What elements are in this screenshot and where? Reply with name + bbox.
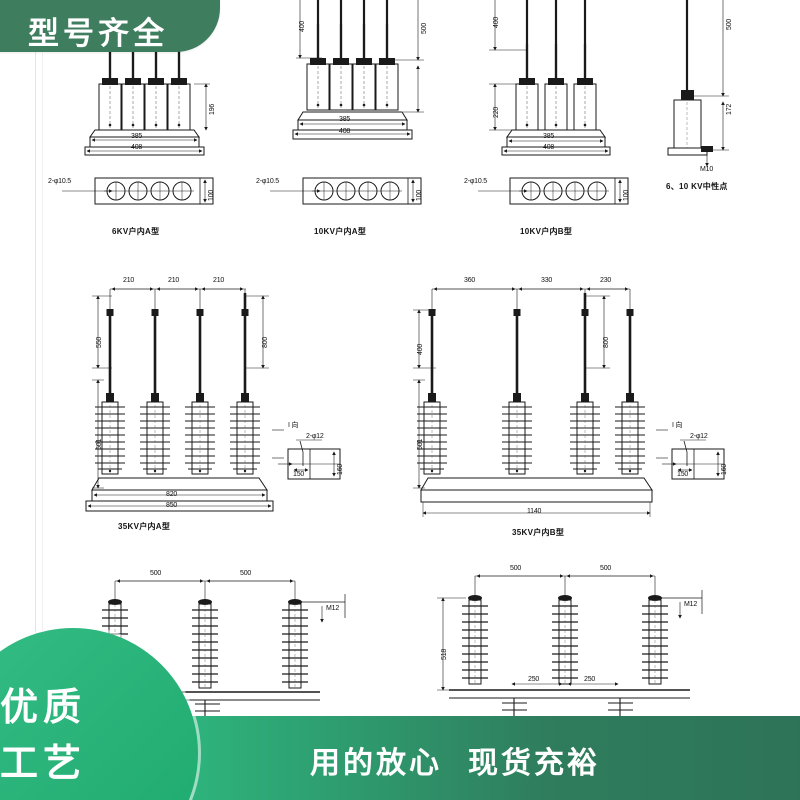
- thread-m12-fig8: M12: [684, 601, 698, 608]
- badge-quality-line2: 工艺: [0, 741, 87, 785]
- dim-500-b-fig7: 500: [240, 570, 252, 577]
- dim-800-fig5: 800: [262, 336, 269, 348]
- badge-bottom-bar: 用的放心现货充裕: [160, 716, 800, 800]
- dim-850-fig5: 850: [166, 502, 178, 509]
- detail-view-b: [662, 439, 725, 480]
- detail-view-a: [278, 439, 341, 480]
- dim-400-fig2: 400: [299, 20, 306, 32]
- dim-250-b-fig8: 250: [584, 676, 596, 683]
- figure-35kv-indoor-a: [85, 287, 284, 512]
- figure-10kv-indoor-b: [478, 0, 629, 205]
- detail-hole-a: 2-φ12: [306, 433, 324, 440]
- dim-385-fig2: 385: [339, 116, 351, 123]
- thread-m12-fig7: M12: [326, 605, 340, 612]
- badge-bottom-bar-text: 用的放心现货充裕: [310, 738, 600, 782]
- caption-fig4: 6、10 KV中性点: [666, 182, 728, 191]
- dim-360-fig6: 360: [464, 277, 476, 284]
- thread-m10-fig4: M10: [700, 166, 714, 173]
- dim-408-fig3: 408: [543, 144, 555, 151]
- page-divider-line-secondary: [42, 0, 43, 800]
- badge-bar-right-text: 现货充裕: [468, 746, 600, 781]
- dim-408-fig2: 408: [339, 128, 351, 135]
- badge-model-complete: 型号齐全: [0, 0, 220, 52]
- dim-100-fig1: 100: [208, 189, 215, 201]
- dim-250-a-fig8: 250: [528, 676, 540, 683]
- detail-w-b: 150: [677, 471, 689, 478]
- dim-501-fig6: 501: [417, 438, 424, 450]
- detail-h-a: 160: [337, 463, 344, 475]
- caption-fig6: 35KV户内B型: [512, 528, 565, 537]
- caption-fig3: 10KV户内B型: [520, 227, 573, 236]
- page-divider-line: [35, 0, 36, 800]
- dim-408-fig1: 408: [131, 144, 143, 151]
- badge-model-complete-text: 型号齐全: [28, 16, 168, 52]
- dim-210-a-fig5: 210: [123, 277, 135, 284]
- dim-220-fig3: 220: [493, 106, 500, 118]
- dim-385-fig1: 385: [131, 133, 143, 140]
- dim-500-a-fig7: 500: [150, 570, 162, 577]
- dim-196-fig1: 196: [209, 103, 216, 115]
- dim-820-fig5: 820: [166, 491, 178, 498]
- figure-35kv-indoor-b: [413, 287, 668, 517]
- caption-fig2: 10KV户内A型: [314, 227, 367, 236]
- dim-500-b-fig8: 500: [600, 565, 612, 572]
- detail-hole-b: 2-φ12: [690, 433, 708, 440]
- dim-800-fig6: 800: [603, 336, 610, 348]
- dim-500-fig2: 500: [421, 22, 428, 34]
- dim-230-fig6: 230: [600, 277, 612, 284]
- note-hole-fig1: 2-φ10.5: [48, 178, 71, 185]
- dim-500-fig4: 500: [726, 18, 733, 30]
- dim-400-fig6: 400: [417, 343, 424, 355]
- dim-1140-fig6: 1140: [527, 508, 542, 515]
- detail-h-b: 160: [721, 463, 728, 475]
- note-hole-fig3: 2-φ10.5: [464, 178, 487, 185]
- dim-100-fig3: 100: [623, 189, 630, 201]
- badge-bar-left-text: 用的放心: [310, 746, 442, 781]
- badge-quality-line1: 优质: [0, 685, 87, 729]
- dim-400-fig3: 400: [493, 16, 500, 28]
- dim-210-b-fig5: 210: [168, 277, 180, 284]
- dim-385-fig3: 385: [543, 133, 555, 140]
- figure-outdoor-right: [437, 574, 703, 716]
- figure-neutral-point: [667, 0, 729, 167]
- detail-label-a: I 向: [288, 422, 299, 429]
- dim-210-c-fig5: 210: [213, 277, 225, 284]
- detail-w-a: 150: [293, 471, 305, 478]
- dim-550-fig5: 550: [96, 336, 103, 348]
- dim-100-fig2: 100: [416, 189, 423, 201]
- caption-fig5: 35KV户内A型: [118, 522, 171, 531]
- dim-518-fig8: 518: [441, 648, 448, 660]
- dim-172-fig4: 172: [726, 103, 733, 115]
- figure-10kv-indoor-a: [270, 0, 424, 205]
- detail-label-b: I 向: [672, 422, 683, 429]
- dim-330-fig6: 330: [541, 277, 553, 284]
- dim-501-fig5: 501: [96, 438, 103, 450]
- dim-500-a-fig8: 500: [510, 565, 522, 572]
- caption-fig1: 6KV户内A型: [112, 227, 160, 236]
- note-hole-fig2: 2-φ10.5: [256, 178, 279, 185]
